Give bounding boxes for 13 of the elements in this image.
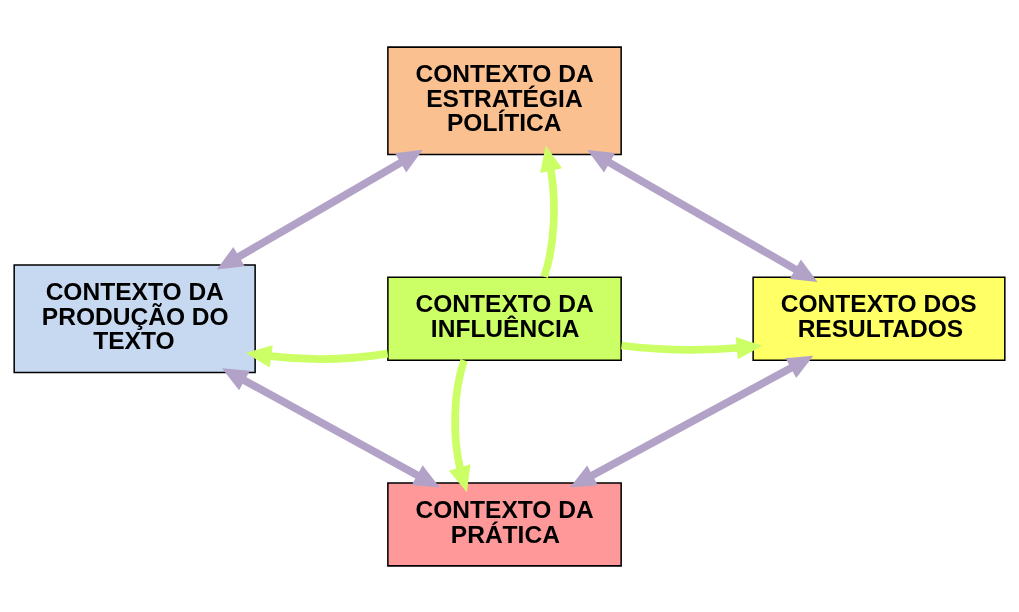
- arrow: [448, 358, 471, 492]
- arrow: [621, 336, 763, 359]
- arrow: [569, 355, 814, 487]
- arrow: [245, 344, 389, 367]
- arrow: [222, 367, 440, 487]
- node-box: CONTEXTO DA PRÁTICA: [387, 481, 622, 567]
- arrow: [540, 145, 563, 278]
- node-box: CONTEXTO DA PRODUÇÃO DO TEXTO: [13, 263, 256, 373]
- arrow: [216, 149, 423, 270]
- node-box: CONTEXTO DOS RESULTADOS: [752, 276, 1006, 361]
- node-box: CONTEXTO DA INFLUÊNCIA: [387, 276, 622, 361]
- arrow: [587, 149, 818, 282]
- node-box: CONTEXTO DA ESTRATÉGIA POLÍTICA: [387, 45, 622, 155]
